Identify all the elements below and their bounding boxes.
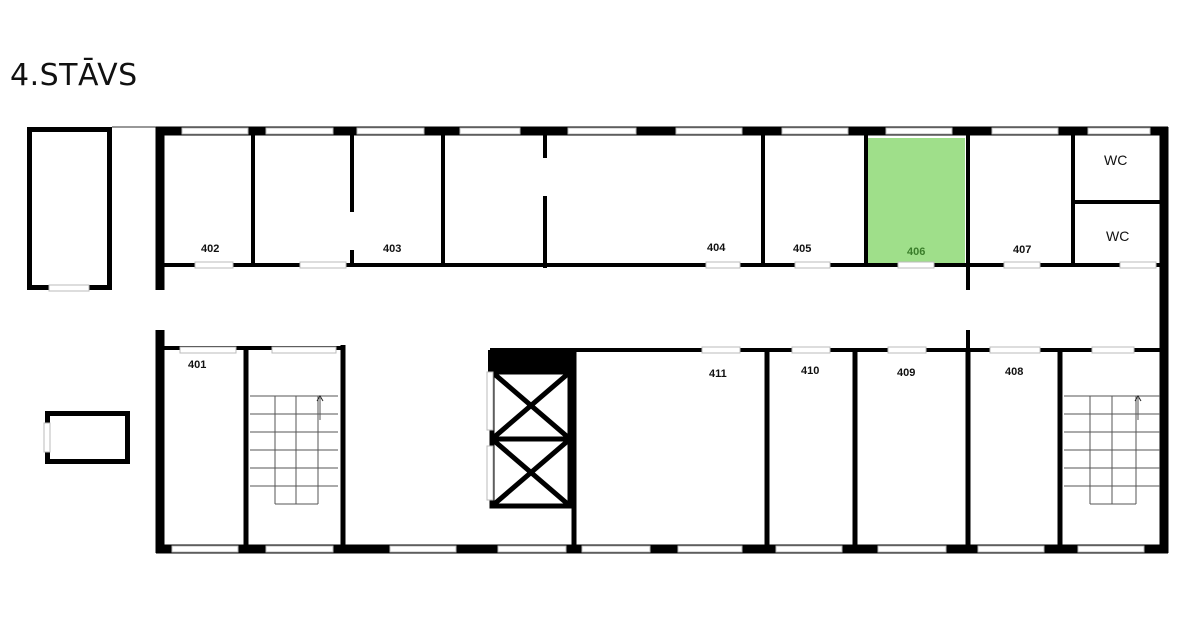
- door-south-0: [179, 346, 237, 354]
- window-top-6: [781, 127, 849, 135]
- room-label-401: 401: [188, 359, 206, 371]
- annex-window: [48, 284, 90, 292]
- window-top-0: [181, 127, 249, 135]
- room-label-404: 404: [707, 242, 726, 254]
- annex-block: [27, 127, 112, 290]
- room-label-403: 403: [383, 243, 401, 255]
- door-north-3: [794, 261, 831, 269]
- door-south-4: [887, 346, 927, 354]
- room-label-409: 409: [897, 367, 915, 379]
- corridor-walls: [160, 263, 1164, 352]
- room-label-410: 410: [801, 365, 819, 377]
- window-top-1: [265, 127, 334, 135]
- window-bottom-3: [497, 545, 567, 553]
- window-bottom-8: [977, 545, 1045, 553]
- window-top-3: [459, 127, 521, 135]
- elevator-door-lower: [486, 445, 494, 501]
- door-south-1: [271, 346, 337, 354]
- bottom-partitions: [243, 345, 1063, 549]
- room-label-405: 405: [793, 243, 811, 255]
- elevator-door-upper: [486, 371, 494, 431]
- window-bottom-9: [1077, 545, 1145, 553]
- door-north-2: [705, 261, 741, 269]
- window-top-7: [885, 127, 953, 135]
- window-top-8: [991, 127, 1059, 135]
- window-bottom-2: [389, 545, 457, 553]
- door-north-1: [299, 261, 347, 269]
- window-top-4: [567, 127, 637, 135]
- door-north-0: [194, 261, 234, 269]
- window-bottom-4: [581, 545, 651, 553]
- room-label-406: 406: [907, 246, 925, 258]
- window-top-5: [675, 127, 743, 135]
- room-406-highlight[interactable]: [868, 138, 965, 264]
- door-south-5: [989, 346, 1041, 354]
- window-bottom-6: [775, 545, 843, 553]
- elevator-shafts: [489, 369, 573, 509]
- window-bottom-7: [877, 545, 947, 553]
- outer-walls: [155, 126, 1169, 554]
- window-top-9: [1087, 127, 1151, 135]
- top-partitions: [251, 131, 1164, 353]
- small-block: [45, 411, 130, 464]
- small-block-window: [43, 422, 51, 453]
- staircase-left: [250, 395, 338, 505]
- door-north-4: [897, 261, 935, 269]
- room-label-407: 407: [1013, 244, 1031, 256]
- room-label-402: 402: [201, 243, 219, 255]
- window-top-2: [356, 127, 425, 135]
- door-south-3: [791, 346, 831, 354]
- door-south-6: [1091, 346, 1135, 354]
- door-south-2: [701, 346, 741, 354]
- window-bottom-1: [265, 545, 334, 553]
- wc-label-lower: WC: [1106, 228, 1129, 244]
- room-label-408: 408: [1005, 366, 1023, 378]
- door-north-5: [1003, 261, 1041, 269]
- window-bottom-5: [677, 545, 743, 553]
- staircase-right: [1064, 395, 1160, 505]
- elevator-lobby-wall: [488, 350, 574, 372]
- wc-label-upper: WC: [1104, 152, 1127, 168]
- room-label-411: 411: [709, 368, 727, 380]
- window-bottom-0: [171, 545, 239, 553]
- floor-title: 4.STĀVS: [10, 58, 138, 93]
- windows: [43, 127, 1157, 553]
- door-north-6: [1119, 261, 1157, 269]
